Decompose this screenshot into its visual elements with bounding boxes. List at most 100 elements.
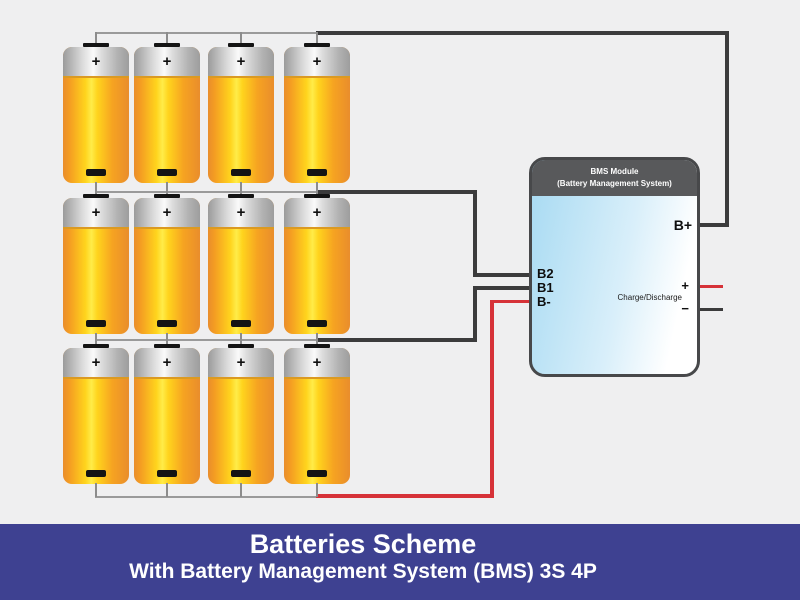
positive-terminal-bar — [83, 194, 109, 198]
wire-b2-vertical — [473, 190, 477, 277]
charge-discharge-label: Charge/Discharge — [617, 293, 682, 302]
battery-r3c2: + — [134, 339, 200, 497]
battery-body: + — [63, 198, 129, 334]
battery-cap: + — [208, 198, 274, 229]
negative-lead — [240, 182, 242, 192]
positive-terminal-bar — [304, 344, 330, 348]
positive-lead — [240, 32, 242, 46]
plus-symbol: + — [312, 354, 322, 371]
positive-terminal-bar — [228, 194, 254, 198]
negative-terminal-bar — [307, 470, 327, 477]
plus-symbol: + — [236, 204, 246, 221]
battery-cap: + — [208, 348, 274, 379]
plus-symbol: + — [162, 204, 172, 221]
positive-terminal-bar — [228, 43, 254, 47]
positive-terminal-bar — [154, 43, 180, 47]
negative-lead — [95, 182, 97, 192]
title-banner: Batteries Scheme With Battery Management… — [0, 524, 800, 600]
wire-bplus-right-vertical — [725, 31, 729, 227]
negative-terminal-bar — [231, 320, 251, 327]
battery-cap: + — [134, 47, 200, 78]
positive-terminal-bar — [154, 344, 180, 348]
positive-lead — [240, 339, 242, 347]
battery-r2c4: + — [284, 191, 350, 340]
battery-cap: + — [208, 47, 274, 78]
wire-row1-row2-bus — [95, 191, 318, 193]
battery-body: + — [208, 198, 274, 334]
wire-b2-horizontal — [316, 190, 477, 194]
battery-body: + — [63, 47, 129, 183]
plus-symbol: + — [91, 354, 101, 371]
plus-symbol: + — [91, 53, 101, 70]
battery-body: + — [208, 47, 274, 183]
battery-cap: + — [134, 198, 200, 229]
battery-body: + — [284, 47, 350, 183]
battery-body: + — [134, 198, 200, 334]
negative-terminal-bar — [157, 470, 177, 477]
plus-symbol: + — [236, 354, 246, 371]
negative-terminal-bar — [86, 470, 106, 477]
battery-body: + — [134, 348, 200, 484]
output-minus-label: − — [681, 301, 689, 316]
battery-cap: + — [63, 47, 129, 78]
negative-lead — [166, 483, 168, 497]
battery-r3c1: + — [63, 339, 129, 497]
positive-terminal-bar — [228, 344, 254, 348]
negative-lead — [240, 333, 242, 340]
wire-row2-row3-bus — [95, 339, 318, 341]
battery-cap: + — [63, 348, 129, 379]
battery-r1c4: + — [284, 32, 350, 192]
positive-terminal-bar — [83, 43, 109, 47]
battery-cap: + — [284, 348, 350, 379]
wire-b1-into-module — [473, 286, 532, 290]
positive-terminal-bar — [83, 344, 109, 348]
port-label-b1: B1 — [537, 280, 554, 295]
diagram-subtitle: With Battery Management System (BMS) 3S … — [129, 560, 597, 584]
battery-body: + — [284, 198, 350, 334]
negative-lead — [166, 182, 168, 192]
negative-terminal-bar — [86, 169, 106, 176]
port-label-bplus: B+ — [673, 217, 692, 233]
negative-lead — [240, 483, 242, 497]
port-label-bminus: B- — [537, 294, 551, 309]
wire-bminus-bottom-horizontal — [316, 494, 494, 498]
wire-row3-negative-bus — [95, 496, 318, 498]
positive-lead — [166, 32, 168, 46]
plus-symbol: + — [312, 204, 322, 221]
wire-b2-into-module — [473, 273, 532, 277]
battery-r2c2: + — [134, 191, 200, 340]
battery-body: + — [284, 348, 350, 484]
positive-lead — [316, 32, 318, 46]
battery-r1c2: + — [134, 32, 200, 192]
battery-r2c3: + — [208, 191, 274, 340]
plus-symbol: + — [91, 204, 101, 221]
battery-body: + — [63, 348, 129, 484]
battery-body: + — [208, 348, 274, 484]
wire-discharge-minus-stub — [699, 308, 723, 311]
negative-terminal-bar — [307, 320, 327, 327]
wire-bplus-top-horizontal — [316, 31, 729, 35]
positive-terminal-bar — [154, 194, 180, 198]
title-banner-text: Batteries Scheme With Battery Management… — [0, 529, 726, 583]
negative-terminal-bar — [307, 169, 327, 176]
port-label-b2: B2 — [537, 266, 554, 281]
negative-terminal-bar — [157, 320, 177, 327]
wire-b1-vertical — [473, 286, 477, 342]
bms-header-line2: (Battery Management System) — [557, 178, 672, 188]
wire-bminus-into-module — [490, 300, 532, 303]
bms-header-line1: BMS Module — [590, 167, 639, 176]
wire-b1-horizontal — [316, 338, 477, 342]
plus-symbol: + — [312, 53, 322, 70]
negative-lead — [95, 483, 97, 497]
battery-r2c1: + — [63, 191, 129, 340]
battery-cap: + — [284, 198, 350, 229]
bms-module: BMS Module (Battery Management System) B… — [529, 157, 700, 377]
negative-lead — [95, 333, 97, 340]
battery-cap: + — [134, 348, 200, 379]
output-plus-label: + — [681, 278, 689, 293]
negative-lead — [316, 333, 318, 340]
wire-bminus-vertical — [490, 300, 494, 498]
negative-terminal-bar — [231, 169, 251, 176]
negative-terminal-bar — [86, 320, 106, 327]
